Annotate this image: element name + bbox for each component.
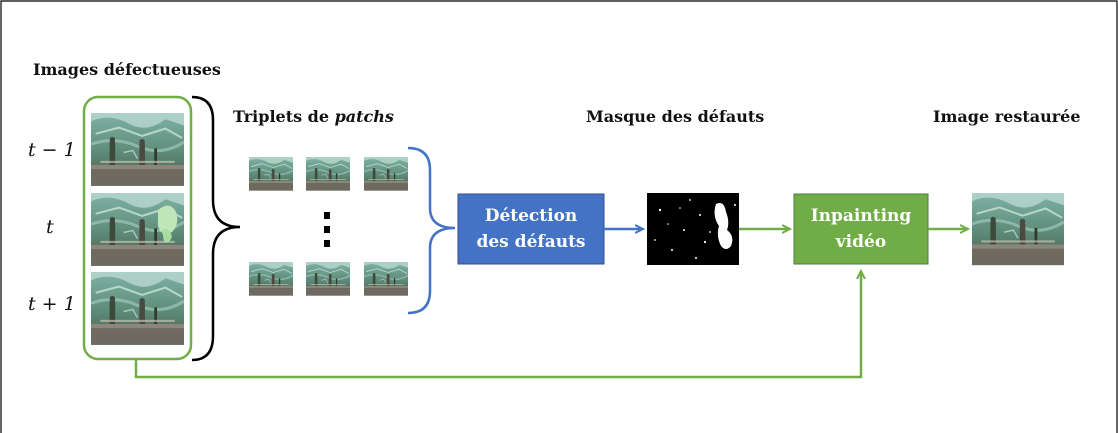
restored-image-label: Image restaurée — [933, 107, 1081, 126]
detection-box-label: Détection des défauts — [476, 206, 586, 252]
frame-t-plus-1-image — [89, 270, 186, 347]
arrow-images-to-inpainting — [134, 272, 861, 379]
frame-t-minus-1-image — [89, 111, 186, 188]
patch-brace — [407, 146, 456, 315]
defect-blotch-shape — [158, 205, 178, 234]
defect-mask-label: Masque des défauts — [586, 107, 765, 126]
grouping-brace — [191, 95, 241, 362]
defective-images-label: Images défectueuses — [33, 60, 221, 79]
defect-mask-image — [647, 193, 739, 265]
detection-box — [457, 193, 605, 265]
vertical-ellipsis-icon — [324, 212, 330, 247]
frame-t-image — [89, 191, 186, 268]
defective-images-group-frame — [82, 95, 193, 361]
patch-triplets-label: Triplets de patchs — [233, 107, 394, 126]
patch-triplet-top — [248, 156, 409, 192]
time-label-t: t — [46, 216, 54, 238]
patch-triplet-bottom — [248, 261, 409, 297]
inpainting-box-label: Inpainting vidéo — [810, 206, 912, 252]
time-label-t-plus-1: t + 1 — [28, 293, 76, 315]
restored-image — [970, 191, 1066, 267]
inpainting-box — [793, 193, 929, 265]
time-label-t-minus-1: t − 1 — [28, 139, 76, 161]
